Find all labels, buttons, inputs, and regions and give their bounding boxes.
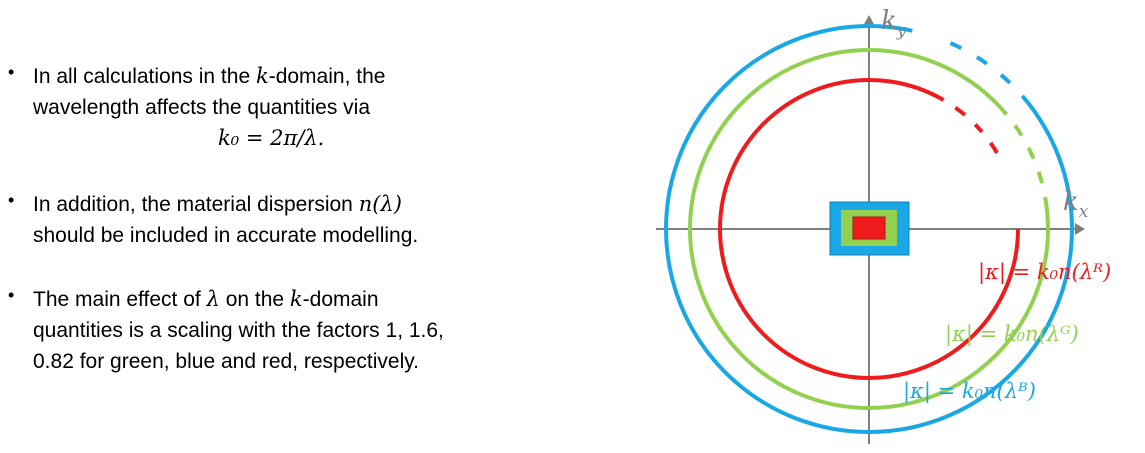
label-blue: |κ| = k₀n(λᴮ)	[903, 379, 1036, 404]
bullet-line: wavelength affects the quantities via	[33, 94, 370, 122]
bullet-line: should be included in accurate modelling…	[33, 222, 418, 250]
bullet-line: In all calculations in the k-domain, the	[33, 62, 385, 91]
k-domain-svg: ky kx |κ| = k₀n(λᴿ) |κ| = k₀n(λᴳ) |κ| = …	[656, 6, 1111, 444]
text: quantities is a scaling with the factors…	[33, 319, 444, 342]
math-lambda: λ	[206, 287, 220, 311]
kx-label: kx	[1063, 187, 1089, 222]
math-n-lambda: n(λ)	[358, 192, 402, 216]
bullet-list: • In all calculations in the k-domain, t…	[8, 62, 444, 376]
bullet-dot: •	[8, 190, 15, 210]
circle-blue	[664, 24, 1074, 434]
math-k: k	[255, 64, 269, 88]
k-domain-diagram: ky kx |κ| = k₀n(λᴿ) |κ| = k₀n(λᴳ) |κ| = …	[600, 0, 1145, 448]
label-green: |κ| = k₀n(λᴳ)	[945, 322, 1079, 347]
bullet-line: In addition, the material dispersion n(λ…	[33, 190, 402, 219]
bullet-line: The main effect of λ on the k-domain	[33, 285, 379, 314]
text: on the	[219, 288, 290, 311]
bullet-dot: •	[8, 62, 15, 82]
ky-label: ky	[881, 6, 907, 41]
text: In addition, the material dispersion	[33, 193, 359, 216]
text: wavelength affects the quantities via	[33, 96, 370, 119]
text: -domain	[302, 288, 379, 311]
label-red: |κ| = k₀n(λᴿ)	[978, 260, 1111, 285]
text: In all calculations in the	[33, 65, 256, 88]
bullet-line: quantities is a scaling with the factors…	[33, 317, 444, 345]
rect-red	[852, 216, 886, 240]
text: should be included in accurate modelling…	[33, 224, 419, 247]
ky-arrowhead	[863, 15, 875, 26]
circle-green	[688, 48, 1050, 410]
bullet-dot: •	[8, 285, 15, 305]
equation-k0: k₀ = 2π/λ.	[218, 126, 325, 150]
text: -domain, the	[268, 65, 386, 88]
circle-red	[718, 78, 1020, 380]
kx-arrowhead	[1075, 223, 1085, 235]
bullet-line: 0.82 for green, blue and red, respective…	[33, 348, 419, 376]
text: 0.82 for green, blue and red, respective…	[33, 350, 420, 373]
math-k: k	[289, 287, 303, 311]
text: The main effect of	[33, 288, 207, 311]
